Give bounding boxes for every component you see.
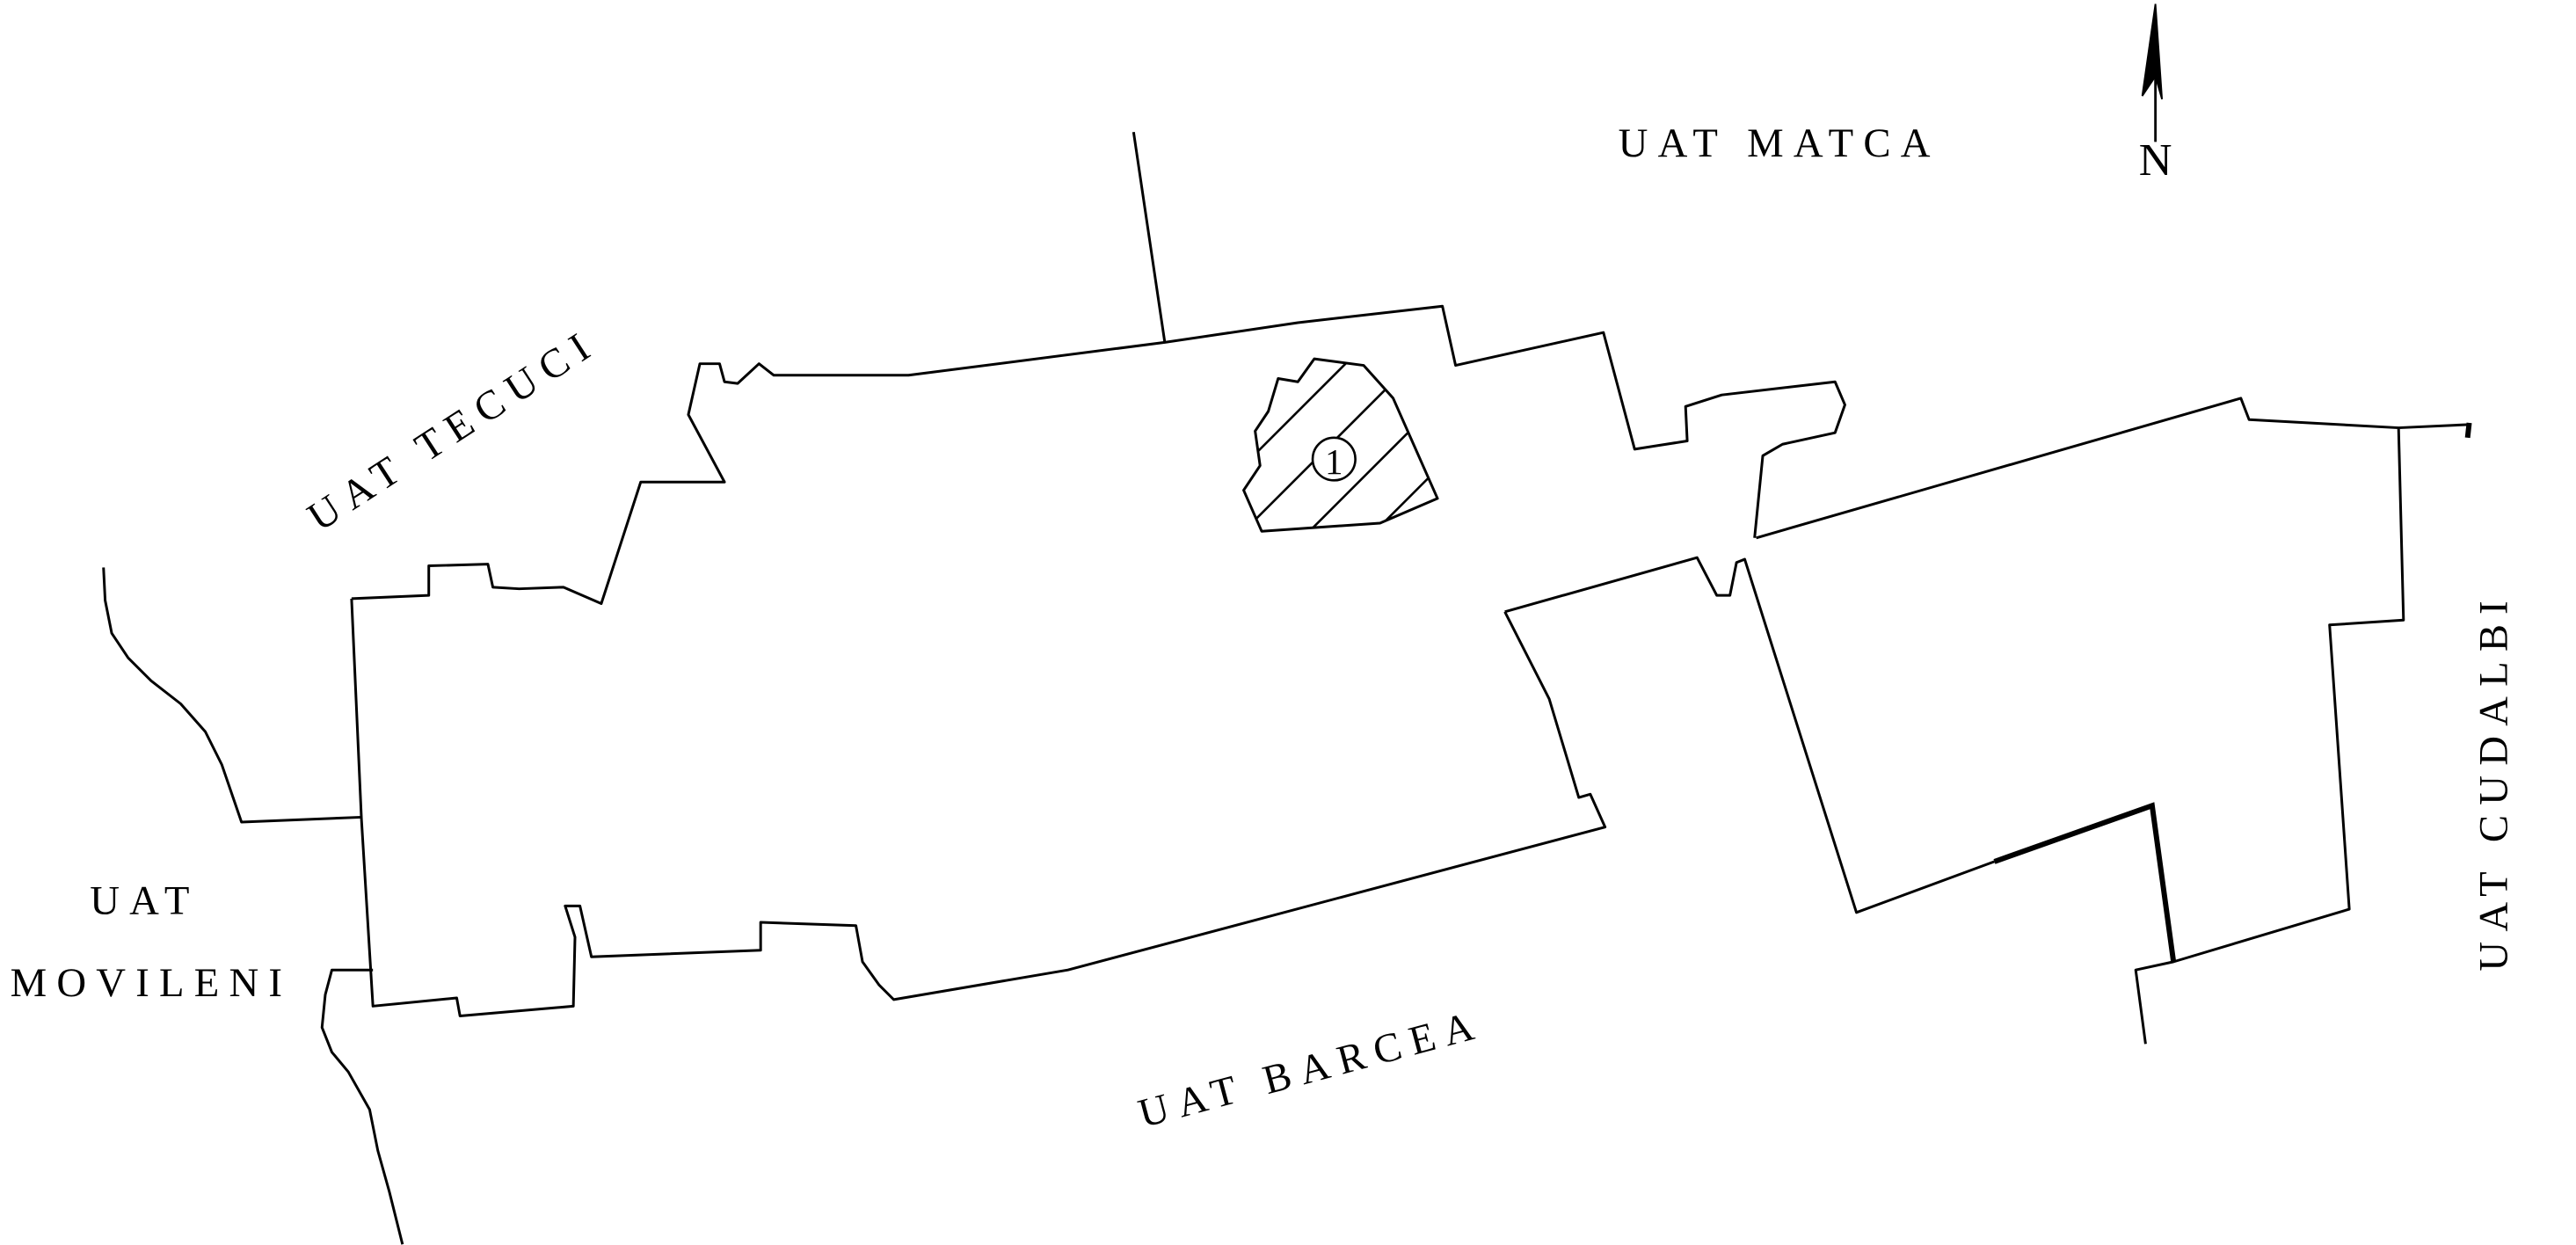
- label-uat-matca: UAT MATCA: [1619, 120, 1940, 166]
- boundary-west-parcel-east: [350, 598, 1607, 1018]
- road-north: [1132, 131, 1167, 343]
- river-west-south: [320, 968, 404, 1245]
- boundary-east-parcel: [1756, 397, 2470, 1045]
- highlighted-boundary-segment: [1993, 802, 2177, 963]
- label-uat-cudalbi: UAT CUDALBI: [2471, 591, 2517, 972]
- north-label: N: [2139, 135, 2172, 186]
- hatched-zone-1: 1: [1242, 357, 1439, 533]
- zone-number: 1: [1325, 441, 1343, 482]
- label-uat-movileni-1: UAT: [90, 878, 199, 924]
- north-arrow-icon: N: [2139, 4, 2172, 186]
- boundary-west-parcel: [351, 304, 1846, 606]
- river-west-north: [102, 567, 362, 824]
- label-uat-movileni-2: MOVILENI: [11, 960, 293, 1006]
- boundary-west-parcel-south: [1504, 556, 1996, 914]
- label-uat-barcea: UAT BARCEA: [1134, 1001, 1488, 1137]
- boundary-east-end-mark: [2464, 422, 2472, 439]
- label-uat-tecuci: UAT TECUCI: [300, 319, 606, 540]
